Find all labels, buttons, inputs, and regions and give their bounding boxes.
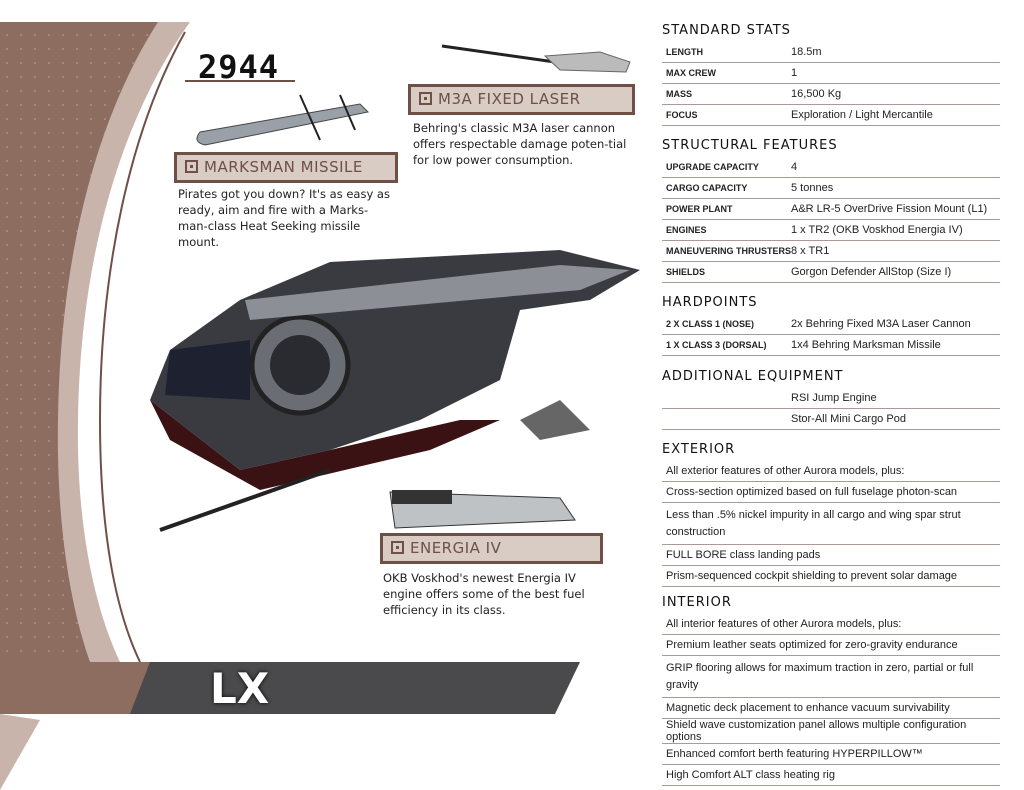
table-row: High Comfort ALT class heating rig	[662, 765, 1000, 786]
missile-image	[196, 94, 370, 146]
row-value: 8 x TR1	[791, 245, 830, 257]
section-title: STANDARD STATS	[662, 23, 791, 38]
row-value: A&R LR-5 OverDrive Fission Mount (L1)	[791, 203, 988, 215]
row-label: MAX CREW	[666, 68, 716, 78]
row-value: Gorgon Defender AllStop (Size I)	[791, 266, 952, 278]
table-row: GRIP flooring allows for maximum tractio…	[662, 656, 1000, 698]
table-row: FULL BORE class landing pads	[662, 545, 1000, 566]
table-row: UPGRADE CAPACITY 4	[662, 157, 1000, 178]
row-value: 18.5m	[791, 46, 822, 58]
energia-iv-label: ENERGIA IV	[380, 533, 603, 564]
engine-image	[389, 490, 576, 529]
row-value: 1 x TR2 (OKB Voskhod Energia IV)	[791, 224, 963, 236]
table-row: POWER PLANT A&R LR-5 OverDrive Fission Mo…	[662, 199, 1000, 220]
energia-iv-description: OKB Voskhod's newest Energia IV engine o…	[383, 571, 585, 617]
year-label: 2944	[198, 48, 280, 86]
row-label: 1 X CLASS 3 (DORSAL)	[666, 340, 767, 350]
label-text: ENERGIA IV	[410, 539, 502, 557]
m3a-laser-description: Behring's classic M3A laser cannon offer…	[413, 121, 627, 167]
marksman-missile-label: MARKSMAN MISSILE	[174, 152, 398, 183]
table-row: Magnetic deck placement to enhance vacuu…	[662, 698, 1000, 719]
table-row: Stor-All Mini Cargo Pod	[662, 409, 1000, 430]
row-label: CARGO CAPACITY	[666, 183, 748, 193]
row-value: 2x Behring Fixed M3A Laser Cannon	[791, 318, 971, 330]
row-value: 5 tonnes	[791, 182, 834, 194]
feature-text: Cross-section optimized based on full fu…	[666, 486, 958, 498]
laser-image	[441, 44, 631, 73]
bullet-icon	[419, 92, 432, 105]
feature-text: GRIP flooring allows for maximum tractio…	[666, 661, 974, 691]
row-label: MASS	[666, 89, 693, 99]
marksman-missile-description: Pirates got you down? It's as easy as re…	[178, 187, 390, 249]
feature-text: Enhanced comfort berth featuring HYPERPI…	[666, 748, 923, 760]
row-label: MANEUVERING THRUSTERS	[666, 246, 792, 256]
row-value: Exploration / Light Mercantile	[791, 109, 933, 121]
feature-text: Less than .5% nickel impurity in all car…	[666, 508, 961, 538]
row-value: 1x4 Behring Marksman Missile	[791, 339, 941, 351]
section-title: STRUCTURAL FEATURES	[662, 138, 838, 153]
table-row: LENGTH 18.5m	[662, 42, 1000, 63]
row-label: 2 X CLASS 1 (NOSE)	[666, 319, 755, 329]
table-row: RSI Jump Engine	[662, 388, 1000, 409]
row-value: Stor-All Mini Cargo Pod	[791, 413, 906, 425]
table-row: FOCUS Exploration / Light Mercantile	[662, 105, 1000, 126]
section-title: HARDPOINTS	[662, 295, 758, 310]
divider	[185, 80, 295, 82]
section-title: EXTERIOR	[662, 442, 736, 457]
feature-text: All exterior features of other Aurora mo…	[666, 465, 905, 477]
bullet-icon	[185, 160, 198, 173]
hardpoints-section: HARDPOINTS 2 X CLASS 1 (NOSE) 2x Behring F…	[662, 292, 1000, 356]
feature-text: Magnetic deck placement to enhance vacuu…	[666, 702, 950, 714]
feature-text: Shield wave customization panel allows m…	[666, 719, 967, 743]
feature-text: FULL BORE class landing pads	[666, 549, 821, 561]
table-row: Prism-sequenced cockpit shielding to pre…	[662, 566, 1000, 587]
feature-text: All interior features of other Aurora mo…	[666, 618, 902, 630]
m3a-laser-label: M3A FIXED LASER	[408, 84, 635, 115]
table-row: Cross-section optimized based on full fu…	[662, 482, 1000, 503]
row-label: UPGRADE CAPACITY	[666, 162, 759, 172]
row-value: RSI Jump Engine	[791, 392, 877, 404]
table-row: Enhanced comfort berth featuring HYPERPI…	[662, 744, 1000, 765]
row-label: ENGINES	[666, 225, 707, 235]
label-text: MARKSMAN MISSILE	[204, 158, 363, 176]
table-row: Premium leather seats optimized for zero…	[662, 635, 1000, 656]
table-row: All interior features of other Aurora mo…	[662, 614, 1000, 635]
bullet-icon	[391, 541, 404, 554]
table-row: CARGO CAPACITY 5 tonnes	[662, 178, 1000, 199]
row-value: 4	[791, 161, 798, 173]
feature-text: Premium leather seats optimized for zero…	[666, 639, 958, 651]
interior-section: INTERIOR All interior features of other A…	[662, 592, 1000, 786]
table-row: SHIELDS Gorgon Defender AllStop (Size I)	[662, 262, 1000, 283]
table-row: All exterior features of other Aurora mo…	[662, 461, 1000, 482]
table-row: Less than .5% nickel impurity in all car…	[662, 503, 1000, 545]
row-value: 1	[791, 67, 798, 79]
row-label: LENGTH	[666, 47, 703, 57]
label-text: M3A FIXED LASER	[438, 90, 581, 108]
feature-text: High Comfort ALT class heating rig	[666, 769, 835, 781]
table-row: MAX CREW 1	[662, 63, 1000, 84]
section-title: INTERIOR	[662, 595, 732, 610]
feature-text: Prism-sequenced cockpit shielding to pre…	[666, 570, 958, 582]
row-label: SHIELDS	[666, 267, 706, 277]
table-row: 1 X CLASS 3 (DORSAL) 1x4 Behring Marksman…	[662, 335, 1000, 356]
row-value: 16,500 Kg	[791, 88, 842, 100]
table-row: MASS 16,500 Kg	[662, 84, 1000, 105]
ship-image	[150, 250, 640, 532]
table-row: Shield wave customization panel allows m…	[662, 719, 1000, 744]
row-label: FOCUS	[666, 110, 698, 120]
model-name: LX	[210, 664, 270, 713]
table-row: ENGINES 1 x TR2 (OKB Voskhod Energia IV)	[662, 220, 1000, 241]
row-label: POWER PLANT	[666, 204, 733, 214]
section-title: ADDITIONAL EQUIPMENT	[662, 369, 844, 384]
exterior-section: EXTERIOR All exterior features of other A…	[662, 439, 1000, 587]
table-row: 2 X CLASS 1 (NOSE) 2x Behring Fixed M3A L…	[662, 314, 1000, 335]
